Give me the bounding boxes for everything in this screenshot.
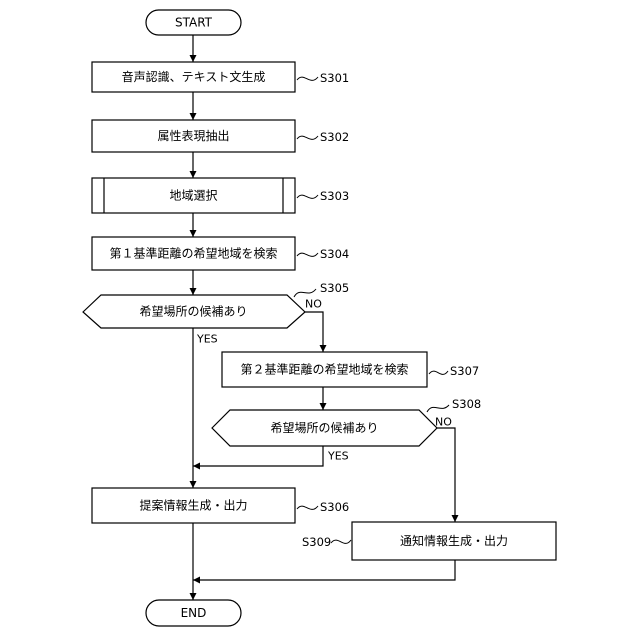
step-s303: 地域選択 S303	[92, 178, 349, 213]
decision-s308: 希望場所の候補あり S308 NO YES	[212, 397, 481, 463]
step-s309-text: 通知情報生成・出力	[400, 534, 508, 548]
step-s304-text: 第１基準距離の希望地域を検索	[109, 246, 277, 261]
step-s302-label: S302	[320, 130, 349, 144]
step-s307-text: 第２基準距離の希望地域を検索	[240, 362, 408, 377]
step-s301-tilde	[297, 77, 318, 80]
step-s303-text: 地域選択	[169, 189, 217, 203]
decision-s305: 希望場所の候補あり S305 NO YES	[83, 281, 349, 346]
arrow-s305-no-to-s307	[305, 312, 323, 352]
arrow-s308-no-to-s309	[437, 428, 455, 522]
step-s302: 属性表現抽出 S302	[92, 120, 349, 152]
step-s304: 第１基準距離の希望地域を検索 S304	[92, 237, 349, 270]
step-s302-tilde	[297, 136, 318, 139]
step-s301-text: 音声認識、テキスト文生成	[122, 69, 266, 84]
arrow-s309-to-join	[193, 560, 455, 580]
start-terminal: START	[146, 10, 241, 35]
step-s301: 音声認識、テキスト文生成 S301	[92, 62, 349, 92]
arrow-s308-yes-to-join	[193, 446, 323, 466]
start-terminal-text: START	[175, 16, 213, 30]
decision-s305-text: 希望場所の候補あり	[139, 304, 247, 319]
decision-s305-no-label: NO	[305, 298, 322, 311]
step-s307-tilde	[429, 371, 448, 374]
decision-s305-tilde	[294, 289, 316, 297]
step-s309: 通知情報生成・出力 S309	[302, 522, 556, 560]
decision-s308-tilde	[427, 405, 449, 412]
end-terminal: END	[146, 600, 241, 626]
step-s304-label: S304	[320, 247, 349, 261]
decision-s305-yes-label: YES	[196, 333, 218, 346]
step-s303-label: S303	[320, 189, 349, 203]
step-s306: 提案情報生成・出力 S306	[92, 488, 349, 523]
step-s309-label: S309	[302, 535, 331, 549]
step-s301-label: S301	[320, 71, 349, 85]
step-s307: 第２基準距離の希望地域を検索 S307	[222, 352, 479, 387]
decision-s308-no-label: NO	[435, 416, 452, 429]
step-s309-tilde	[331, 540, 351, 543]
step-s306-text: 提案情報生成・出力	[139, 498, 247, 513]
step-s307-label: S307	[450, 364, 479, 378]
step-s306-label: S306	[320, 500, 349, 514]
step-s303-tilde	[297, 195, 318, 198]
step-s302-text: 属性表現抽出	[157, 129, 229, 143]
decision-s308-text: 希望場所の候補あり	[270, 420, 378, 435]
decision-s308-label: S308	[452, 397, 481, 411]
decision-s305-label: S305	[320, 281, 349, 295]
step-s304-tilde	[297, 253, 318, 256]
decision-s308-yes-label: YES	[327, 450, 349, 463]
step-s306-tilde	[297, 506, 318, 509]
end-terminal-text: END	[181, 606, 207, 620]
